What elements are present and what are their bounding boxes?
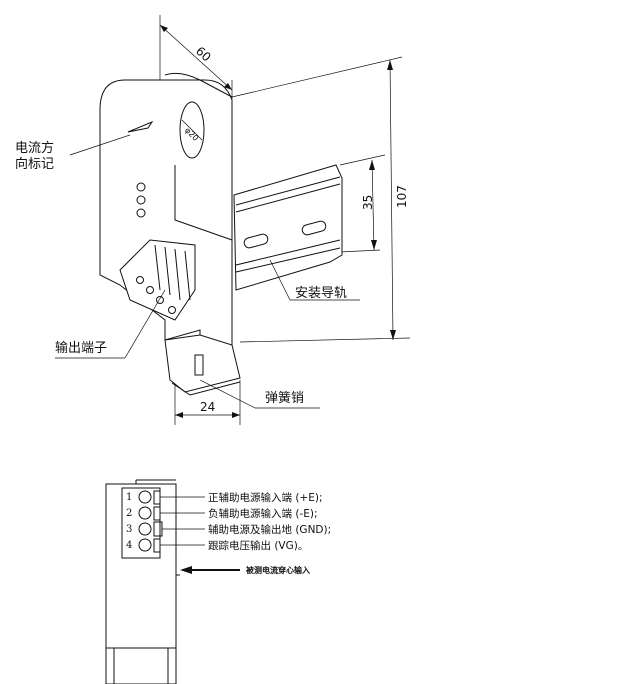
terminal-view (105, 479, 180, 684)
current-direction-mark (127, 120, 154, 133)
pin-number: 3 (126, 524, 132, 535)
label-current-direction-1: 电流方 (15, 140, 54, 156)
dimension-24: 24 (174, 380, 241, 425)
sensor-body: φ20 (99, 72, 241, 396)
label-output-terminal: 输出端子 (55, 340, 107, 356)
current-input-label: 被测电流穿心输入 (246, 565, 310, 575)
din-rail (233, 164, 343, 291)
dimension-107-text: 107 (395, 185, 409, 208)
pin-number: 1 (126, 492, 132, 503)
arrow-left-icon (180, 566, 192, 574)
pin-1: 1 正辅助电源输入端 (+E); (126, 490, 323, 505)
pin-label: 跟踪电压输出 (VG)。 (208, 539, 308, 552)
dimension-35-text: 35 (361, 195, 375, 210)
label-spring-pin: 弹簧销 (265, 390, 304, 406)
label-current-direction-2: 向标记 (15, 156, 54, 172)
pin-label: 辅助电源及输出地 (GND); (208, 523, 331, 536)
current-input-arrow: 被测电流穿心输入 (180, 565, 310, 575)
dimension-24-text: 24 (200, 400, 215, 414)
pin-2: 2 负辅助电源输入端 (-E); (126, 506, 318, 521)
pin-label: 正辅助电源输入端 (+E); (208, 491, 323, 504)
dimension-60-text: 60 (193, 44, 214, 65)
dimension-107: 107 (387, 59, 409, 341)
pin-number: 2 (126, 508, 132, 519)
through-hole (179, 101, 205, 159)
dimension-35: 35 (361, 159, 377, 251)
pin-label: 负辅助电源输入端 (-E); (208, 507, 318, 520)
pin-3: 3 辅助电源及输出地 (GND); (126, 521, 331, 537)
pin-4: 4 跟踪电压输出 (VG)。 (126, 538, 308, 553)
label-mounting-rail: 安装导轨 (295, 286, 347, 301)
pin-number: 4 (126, 540, 132, 551)
